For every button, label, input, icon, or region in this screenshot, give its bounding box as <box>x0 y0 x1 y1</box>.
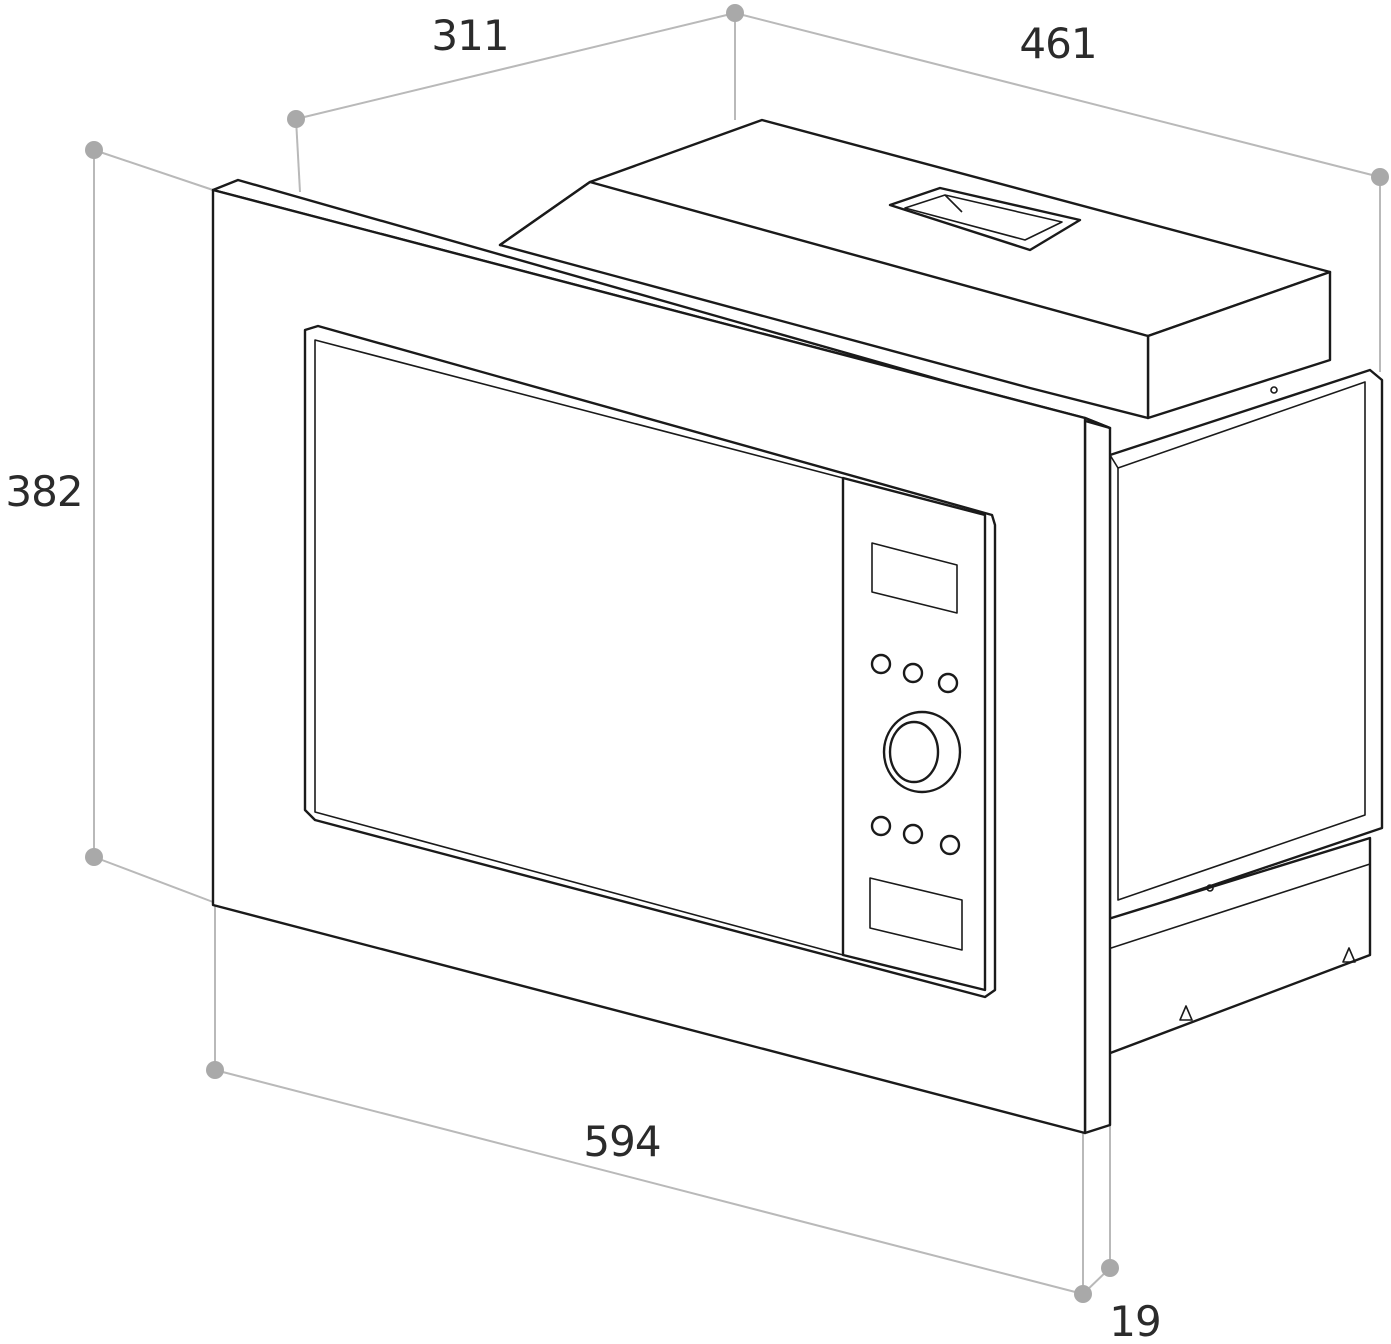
door <box>303 324 997 999</box>
microwave-body <box>498 118 1384 1057</box>
label-width-top: 461 <box>1019 19 1096 68</box>
base-foot-left <box>1179 1005 1193 1021</box>
control-button-icon <box>902 662 924 684</box>
top-handle-recess <box>888 186 1082 252</box>
control-button-icon <box>870 653 892 675</box>
label-depth-top: 311 <box>431 11 508 60</box>
control-knob-outer-icon <box>882 710 962 794</box>
dim-line-594 <box>214 1069 1084 1295</box>
label-height: 382 <box>5 467 82 516</box>
dim-ext-382-bottom <box>93 856 214 903</box>
dim-ext-382-top <box>93 149 214 191</box>
frame-side-edge <box>1083 416 1112 1135</box>
control-button-icon <box>870 815 892 837</box>
control-button-icon <box>937 672 959 694</box>
label-frame-depth: 19 <box>1109 1297 1160 1344</box>
label-width-front: 594 <box>583 1117 660 1166</box>
casing-right-face <box>1108 368 1384 922</box>
dimension-labels: 311 461 382 594 19 <box>5 11 1161 1344</box>
top-handle-inner <box>904 194 1063 241</box>
dimension-dot-icon <box>1101 1259 1119 1277</box>
control-button-icon <box>902 823 924 845</box>
base-foot-right <box>1342 947 1356 963</box>
frame-corner <box>1084 417 1111 429</box>
casing-screw <box>1206 884 1214 892</box>
dimension-lines <box>93 12 1381 1295</box>
dim-line-461 <box>734 12 1381 178</box>
dimension-dot-icon <box>85 848 103 866</box>
display-window-icon <box>869 877 963 951</box>
dim-line-311 <box>295 12 736 120</box>
top-handle-line <box>944 194 963 213</box>
dimension-dot-icon <box>206 1061 224 1079</box>
base-box-line <box>1104 863 1371 951</box>
casing-corner-line <box>1109 454 1119 469</box>
control-knob-icon <box>888 720 940 784</box>
dimension-dot-icon <box>1074 1285 1092 1303</box>
dimension-dot-icon <box>726 4 744 22</box>
casing-screw <box>1270 386 1278 394</box>
control-panel-face <box>841 476 987 992</box>
dimension-dots <box>85 4 1389 1303</box>
body-top-edge <box>589 181 1149 337</box>
dimension-dot-icon <box>287 110 305 128</box>
display-window-icon <box>871 542 958 614</box>
dimension-dot-icon <box>1371 168 1389 186</box>
door-top-edge <box>317 325 993 516</box>
casing-right-inner <box>1117 381 1366 901</box>
control-button-icon <box>939 834 961 856</box>
dim-ext-311-left <box>295 118 301 193</box>
control-panel <box>841 476 987 992</box>
dimension-dot-icon <box>85 141 103 159</box>
